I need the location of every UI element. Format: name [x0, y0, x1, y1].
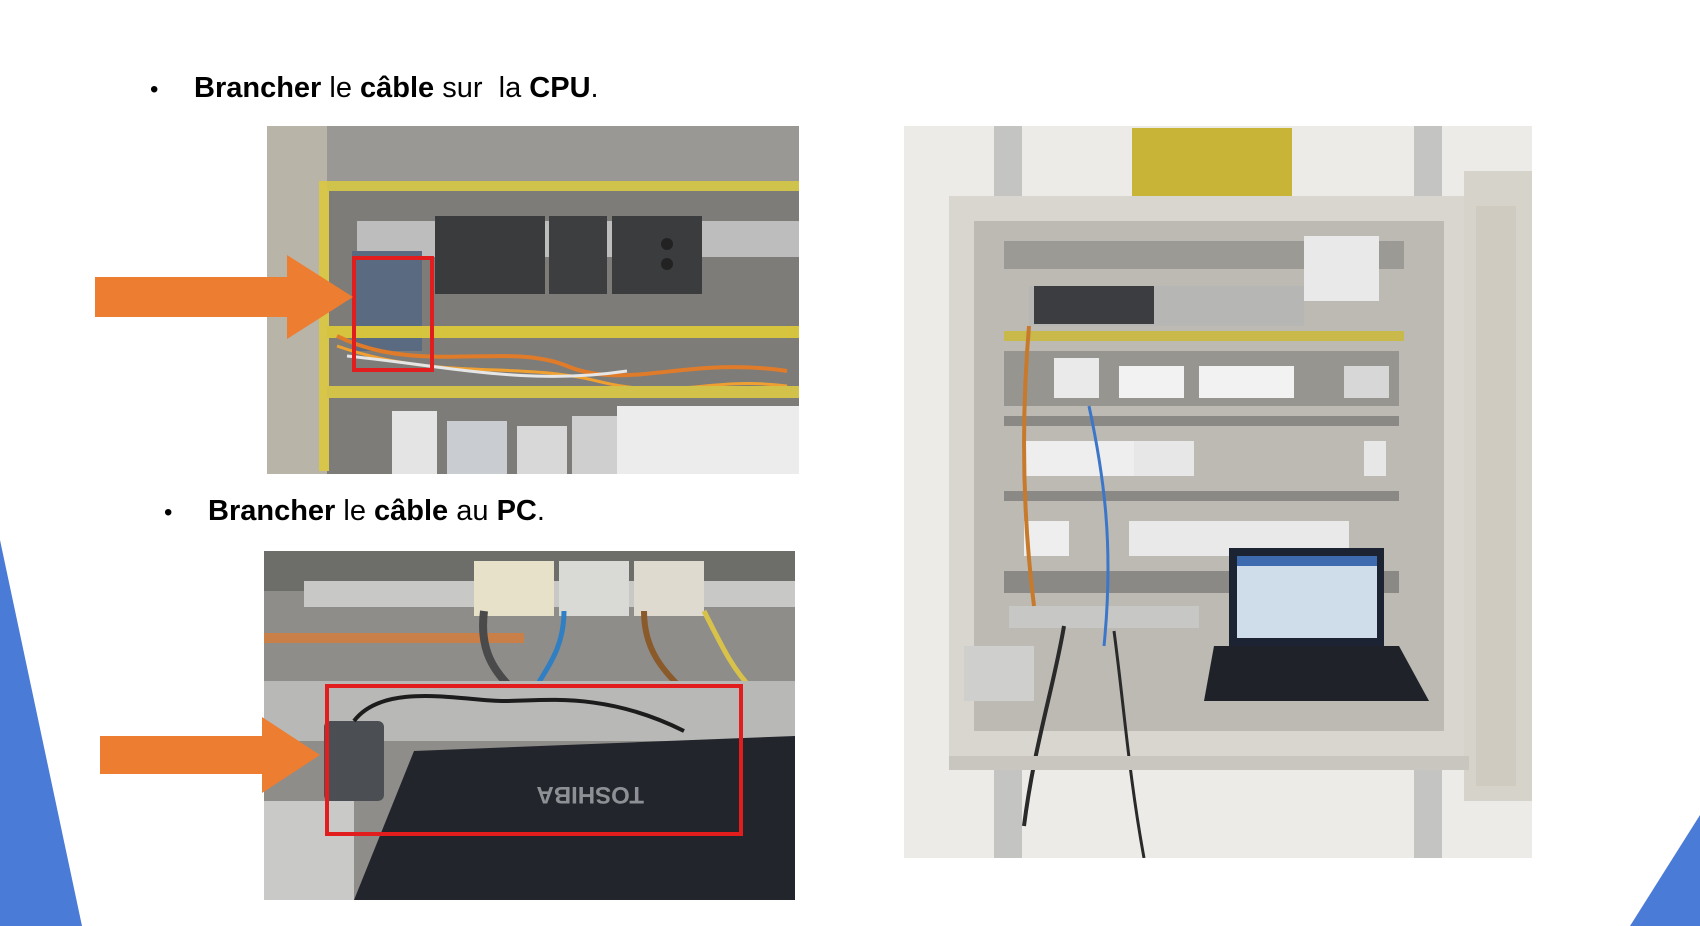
bullet-text-run: CPU	[529, 72, 591, 104]
bullet-text-run: .	[590, 72, 599, 104]
bullet-dot: •	[164, 499, 173, 526]
photo-full-cabinet	[904, 126, 1532, 858]
bullet-text-run: au	[448, 495, 497, 527]
highlight-cpu-port	[352, 256, 434, 372]
decor-triangle-right	[1630, 815, 1700, 926]
bullet-text-run: PC	[496, 495, 537, 527]
bullet-dot: •	[150, 76, 159, 103]
arrow-right-icon	[95, 255, 353, 339]
bullet-text-run: le	[321, 72, 361, 104]
bullet-text-run: câble	[360, 72, 435, 104]
photo-pc-connection: TOSHIBA	[264, 551, 795, 900]
highlight-pc-connection	[325, 684, 743, 836]
bullet-text-run: .	[536, 495, 545, 527]
bullet-text-run: sur la	[434, 72, 530, 104]
laptop-brand-label: TOSHIBA	[536, 781, 644, 808]
arrow-right-icon	[100, 717, 320, 793]
bullet-connect-cpu: • Brancher le câble sur la CPU.	[150, 72, 599, 105]
bullet-connect-pc: • Brancher le câble au PC.	[164, 495, 545, 528]
photo-cpu-cabinet	[267, 126, 799, 474]
bullet-text-run: le	[335, 495, 375, 527]
bullet-text-run: Brancher	[208, 495, 336, 527]
decor-triangle-left	[0, 540, 82, 926]
bullet-text-run: câble	[374, 495, 449, 527]
bullet-text-run: Brancher	[194, 72, 322, 104]
